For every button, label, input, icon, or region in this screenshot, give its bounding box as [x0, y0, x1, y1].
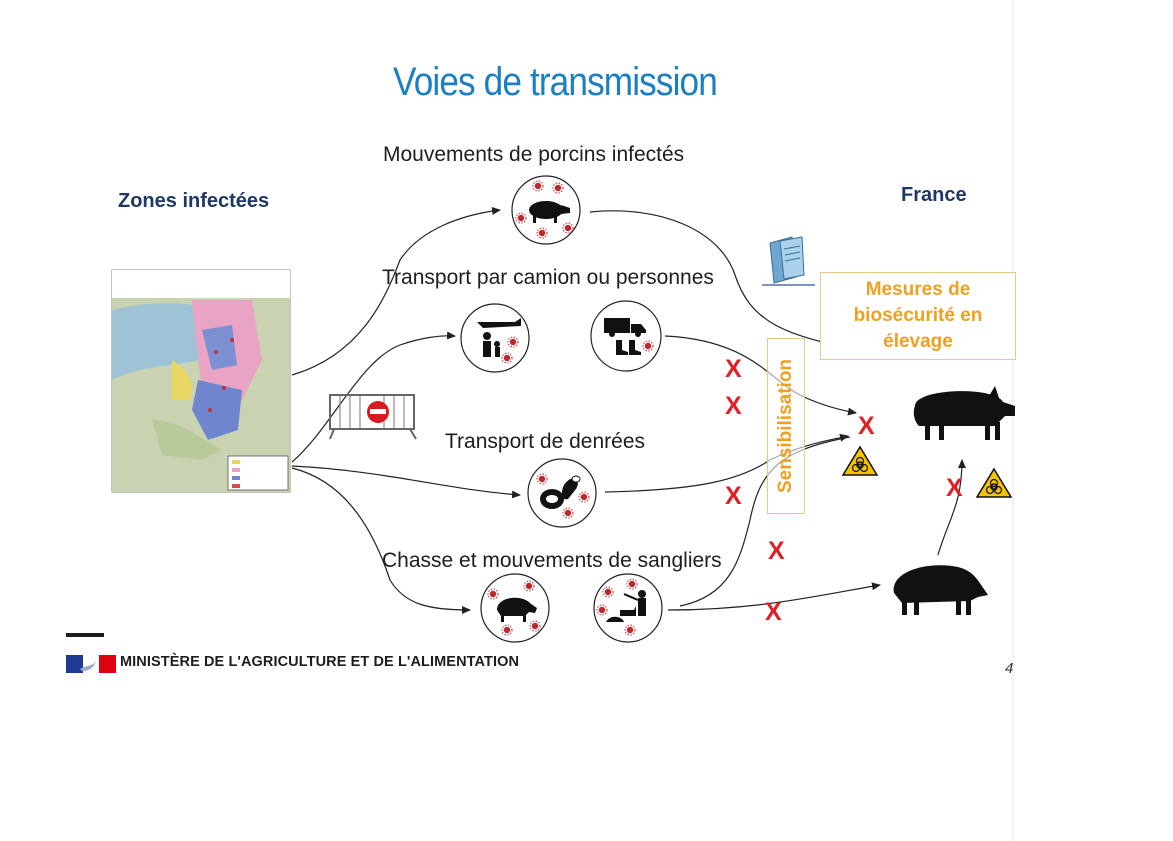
map-to-transport-arrow	[291, 331, 456, 463]
block-mark: X	[725, 482, 742, 510]
page-number: 4	[1005, 660, 1014, 677]
circle-hunter	[593, 573, 663, 643]
hunting-to-sensibilisation-arrow	[679, 436, 851, 607]
block-mark: X	[858, 412, 875, 440]
zones-infected-label: Zones infectées	[118, 190, 270, 212]
leaflet-icon	[769, 236, 805, 284]
block-mark: X	[768, 537, 785, 565]
route-label-food: Transport de denrées	[445, 430, 646, 453]
infected-zones-map-icon	[111, 269, 291, 493]
boots-icon	[616, 340, 641, 355]
map-to-pigs-arrow	[291, 207, 501, 376]
biosecurity-line-1: Mesures de	[865, 279, 971, 300]
block-mark: X	[946, 474, 963, 502]
airplane-icon	[477, 318, 521, 328]
ham-sausage-icon	[540, 475, 581, 509]
wild-boar-france-icon	[893, 565, 988, 615]
circle-ham	[527, 458, 597, 528]
map-to-food-arrow	[291, 465, 521, 499]
biosecurity-box: Mesures de biosécurité en élevage	[820, 272, 1016, 360]
circle-truck-boots	[590, 300, 662, 372]
truck-icon	[604, 318, 646, 337]
route-label-pigs: Mouvements de porcins infectés	[383, 143, 685, 166]
page-edge	[1012, 0, 1014, 841]
circle-plane-person	[460, 303, 530, 373]
boar-to-farm-arrow	[937, 459, 966, 556]
map-to-hunting-arrow	[291, 467, 471, 614]
food-to-france-arrow	[604, 433, 849, 493]
pigs-to-france-arrow	[589, 210, 861, 353]
marianne-logo-icon	[66, 655, 116, 673]
block-mark: X	[725, 355, 742, 383]
route-label-transport: Transport par camion ou personnes	[382, 266, 714, 289]
ministry-name: MINISTÈRE DE L'AGRICULTURE ET DE L'ALIME…	[120, 654, 520, 670]
route-label-hunting: Chasse et mouvements de sangliers	[382, 549, 722, 572]
pig-icon	[529, 201, 570, 223]
biohazard-icon-1	[841, 445, 879, 476]
biohazard-icon-2	[975, 467, 1013, 498]
biosecurity-line-2: biosécurité en	[853, 305, 983, 326]
wild-boar-icon	[497, 597, 537, 622]
biosecurity-line-3: élevage	[883, 331, 953, 352]
person-icon	[483, 332, 500, 357]
footer-rule	[66, 633, 104, 637]
circle-wild-boar	[480, 573, 550, 643]
slide-title: Voies de transmission	[393, 60, 718, 104]
block-mark: X	[765, 598, 782, 626]
france-label: France	[901, 184, 967, 206]
sensibilisation-label: Sensibilisation	[775, 358, 796, 494]
sensibilisation-box: Sensibilisation	[767, 338, 805, 514]
hunter-with-dog-icon	[606, 590, 646, 622]
farm-pig-icon	[913, 386, 1015, 440]
block-mark: X	[725, 392, 742, 420]
circle-pig	[511, 175, 581, 245]
hunting-to-france-arrow	[667, 582, 881, 611]
barrier-icon	[329, 394, 417, 440]
